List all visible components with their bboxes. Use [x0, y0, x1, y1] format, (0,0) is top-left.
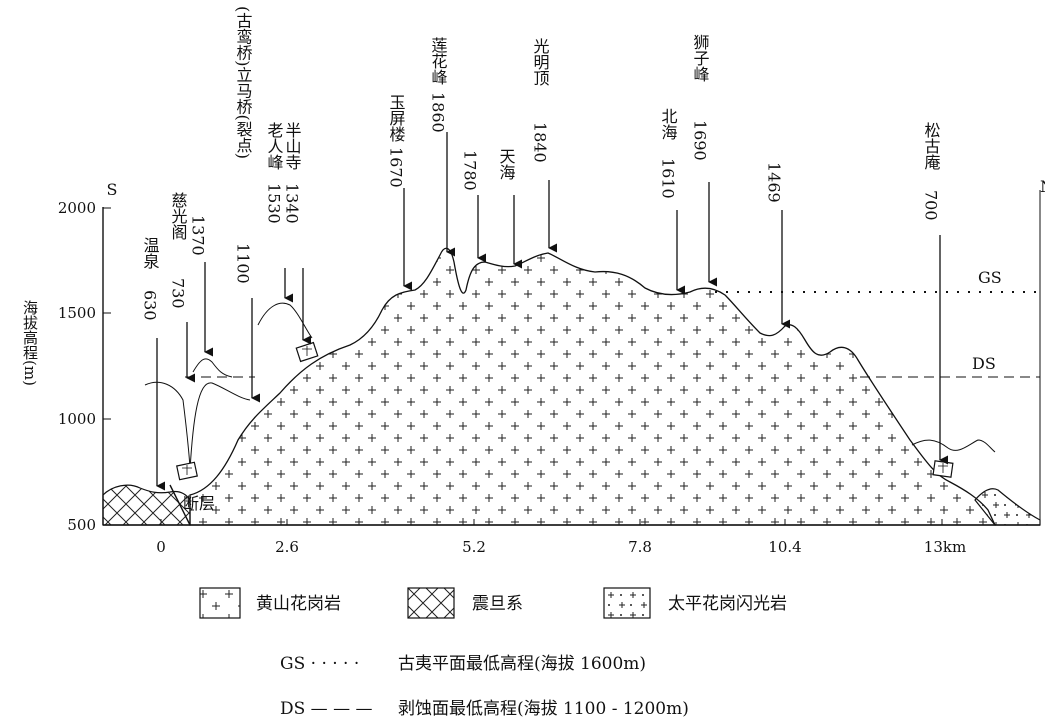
ytick-1500: 1500 [58, 304, 96, 322]
ds-tag: DS [972, 354, 996, 373]
legend-ds-desc: 剥蚀面最低高程(海拔 1100 - 1200m) [398, 699, 689, 719]
north-marker: N [1040, 177, 1045, 196]
label-guangming-el: 1840 [531, 122, 550, 163]
ytick-2000: 2000 [58, 199, 96, 217]
gs-tag: GS [978, 268, 1002, 287]
xtick-13km: 13km [924, 538, 966, 556]
granite-body [189, 247, 997, 526]
label-shizi-el: 1690 [691, 120, 710, 161]
label-beihai: 北海 [659, 108, 678, 140]
label-tianhai: 天海 [497, 148, 516, 180]
legend: 黄山花岗岩 震旦系 太平花岗闪光岩 GS · · · · · 古夷平面最低高程(… [199, 587, 787, 719]
ridge-line-1370 [192, 358, 233, 378]
xtick-10.4: 10.4 [768, 538, 801, 556]
label-laoren: 老人峰 [265, 122, 284, 170]
ridge-line-laoren [257, 302, 313, 339]
ridge-line-ciguang [189, 382, 251, 471]
xtick-2.6: 2.6 [275, 538, 299, 556]
legend-sinian: 震旦系 [472, 594, 523, 614]
label-songgu: 松古庵 [922, 122, 941, 171]
ytick-1000: 1000 [58, 410, 96, 428]
label-wenquan: 温泉 [141, 237, 160, 269]
label-ciguang-el: 730 [169, 278, 188, 309]
label-lianhua-el: 1860 [429, 92, 448, 133]
xtick-5.2: 5.2 [462, 538, 486, 556]
xtick-0: 0 [156, 538, 166, 556]
label-ciguang-peak: 1370 [189, 215, 208, 256]
taiping-body [974, 488, 1041, 526]
building-icon-songgu [932, 460, 954, 478]
legend-gs-key: GS · · · · · [280, 654, 359, 674]
arrows [156, 132, 949, 491]
label-laoren-el: 1530 [265, 183, 284, 224]
ytick-500: 500 [67, 516, 96, 534]
building-icon-ciguang [176, 461, 198, 481]
label-yuping-el: 1670 [387, 147, 406, 188]
label-songgu-el: 700 [922, 190, 941, 221]
label-shizi: 狮子峰 [691, 34, 710, 82]
label-1780: 1780 [461, 150, 480, 191]
y-axis-label: 海拔高程(m) [21, 300, 39, 386]
ridge-line-left [144, 381, 191, 471]
building-icon-banshan [295, 341, 319, 363]
label-beihai-el: 1610 [659, 158, 678, 199]
legend-gs-desc: 古夷平面最低高程(海拔 1600m) [398, 654, 646, 674]
label-ciguang: 慈光阁 [169, 192, 188, 241]
label-yuping: 玉屏楼 [387, 94, 406, 142]
label-banshan-el: 1340 [283, 183, 302, 224]
legend-swatch-granite [199, 587, 241, 619]
legend-taiping: 太平花岗闪光岩 [668, 594, 787, 614]
legend-swatch-sinian [407, 587, 455, 619]
legend-ds-key: DS — — — [280, 699, 373, 719]
fault-line [169, 484, 191, 526]
label-banshan: 半山寺 [283, 122, 302, 170]
label-1469: 1469 [765, 162, 784, 203]
xtick-7.8: 7.8 [628, 538, 652, 556]
fault-label: 断层 [183, 494, 215, 513]
legend-granite: 黄山花岗岩 [256, 594, 341, 614]
south-marker: S [107, 180, 118, 199]
ridge-line-songgu [911, 439, 996, 453]
legend-swatch-taiping [603, 587, 651, 619]
label-liqiao: (古鸾桥)立马桥(裂点) [234, 6, 253, 159]
sinian-body [102, 484, 191, 526]
label-guangming: 光明顶 [531, 38, 550, 86]
label-liqiao-el: 1100 [234, 243, 253, 284]
label-lianhua: 莲花峰 [429, 37, 448, 85]
label-wenquan-el: 630 [141, 290, 160, 321]
